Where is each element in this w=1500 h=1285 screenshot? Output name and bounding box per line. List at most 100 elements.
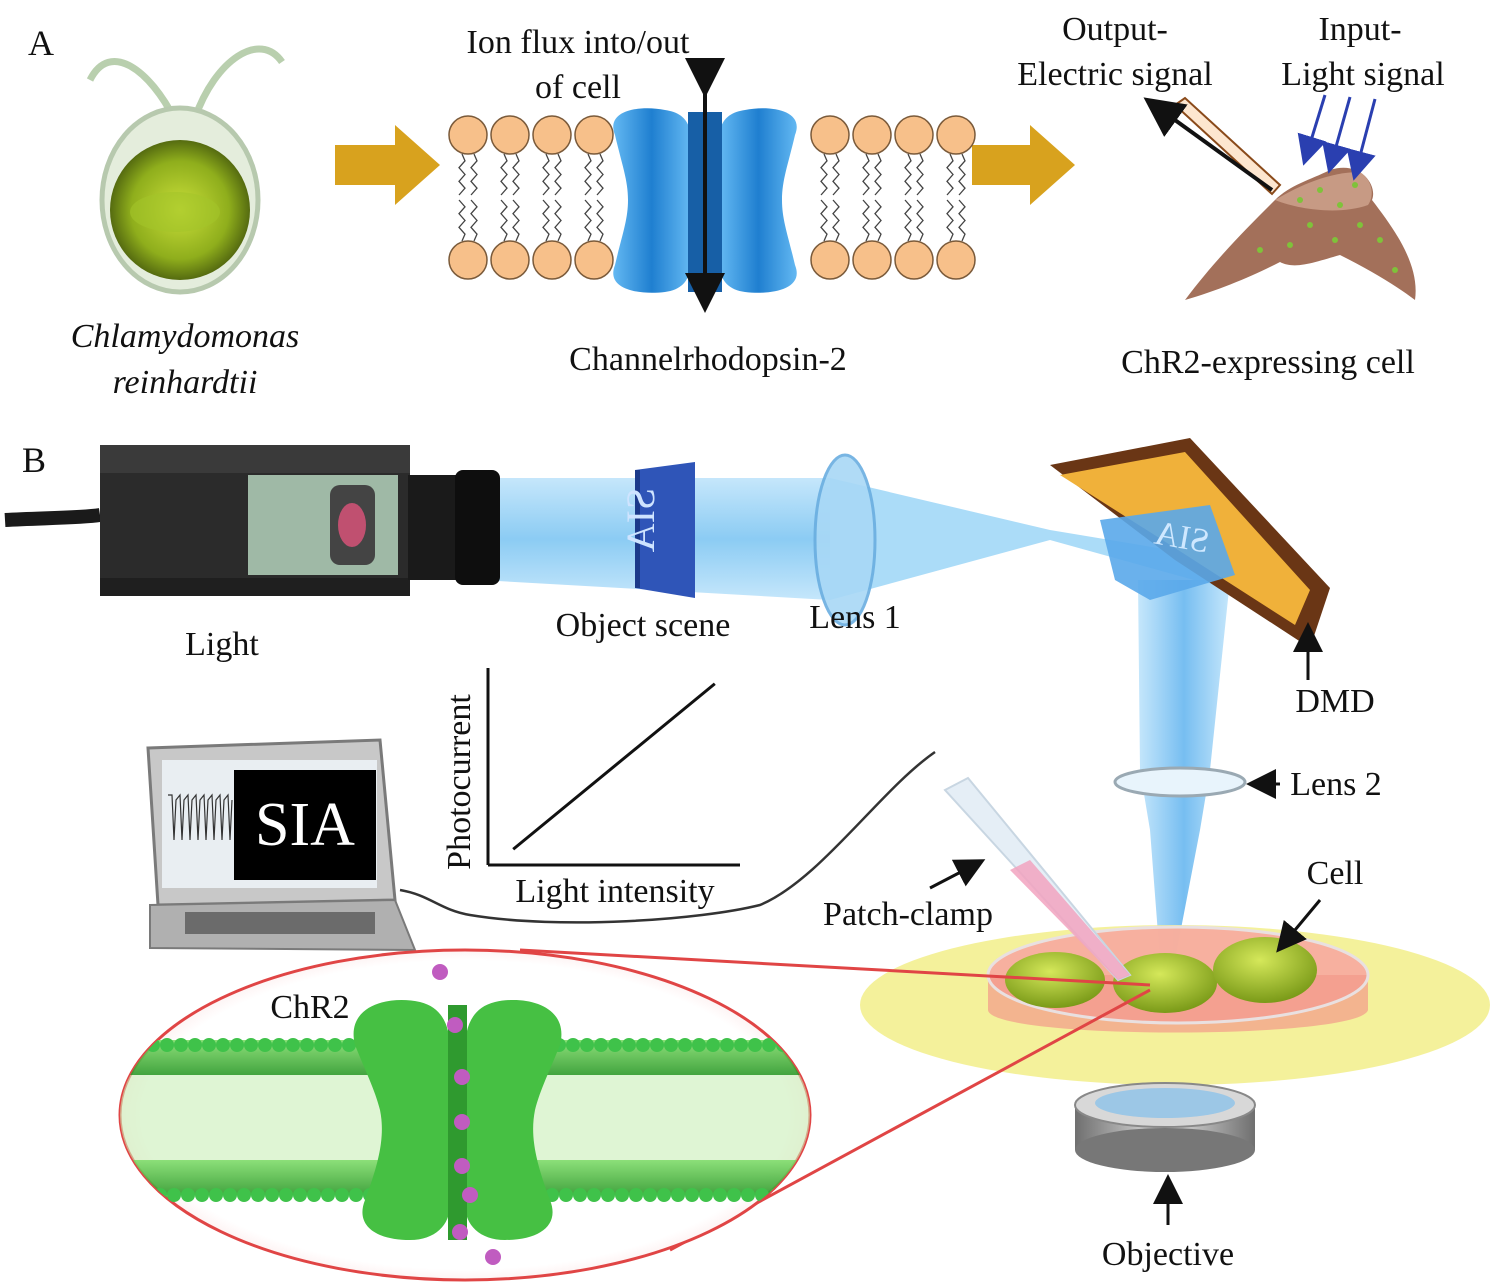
lipid-head (244, 1038, 258, 1052)
lipid-tail (832, 153, 840, 196)
lipid-head (209, 1188, 223, 1202)
lipid-head (734, 1038, 748, 1052)
object-scene-slide: SIA (618, 462, 695, 598)
objective-label: Objective (1102, 1236, 1234, 1273)
panel-label-a: A (28, 23, 54, 63)
signal-wire (399, 750, 936, 924)
lipid-tail (946, 153, 954, 196)
output-label-line2: Electric signal (1017, 56, 1212, 93)
lipid-head (664, 1038, 678, 1052)
lipid-head (532, 240, 572, 280)
lipid-head (251, 1188, 265, 1202)
chr2-zoom-inset (118, 948, 812, 1282)
lipid-head (321, 1188, 335, 1202)
input-light-arrow-3 (1346, 98, 1377, 181)
cell-label: Cell (1307, 855, 1364, 892)
lipid-head (230, 1038, 244, 1052)
lipid-tail (512, 199, 520, 242)
lipid-head (936, 240, 976, 280)
lipid-head (657, 1188, 671, 1202)
lipid-head (314, 1038, 328, 1052)
lipid-tail (916, 153, 924, 196)
light-source-image (4, 445, 500, 596)
organism-name-line2: reinhardtii (113, 364, 258, 401)
lipid-head (852, 115, 892, 155)
lipid-head (762, 1038, 776, 1052)
lipid-head (615, 1188, 629, 1202)
lipid-tail (820, 153, 828, 196)
lipid-tail (916, 199, 924, 242)
cell-pointer-arrow (1276, 899, 1322, 953)
object-scene-label: Object scene (556, 607, 731, 644)
zoom-connector-top (519, 948, 1151, 987)
ion-flux-label-line1: Ion flux into/out (467, 24, 690, 61)
lipid-head (342, 1038, 356, 1052)
output-label-line1: Output- (1062, 11, 1168, 48)
lipid-head (573, 1188, 587, 1202)
dmd-label: DMD (1295, 683, 1374, 720)
objective-lens (1074, 1082, 1256, 1172)
lipid-tail (554, 153, 562, 196)
lipid-head (146, 1038, 160, 1052)
lipid-head (936, 115, 976, 155)
lipid-tail (596, 153, 604, 196)
laptop-trace-plot (168, 793, 233, 841)
cell-right (1213, 937, 1317, 1003)
lipid-head (328, 1038, 342, 1052)
laptop-screen-text: SIA (255, 791, 355, 859)
patch-clamp-pipette (943, 776, 1132, 982)
lipid-head (748, 1038, 762, 1052)
lipid-head (741, 1188, 755, 1202)
lipid-tail (458, 199, 466, 242)
lipid-head (622, 1038, 636, 1052)
input-light-arrow-2 (1322, 96, 1352, 174)
lipid-head (490, 115, 530, 155)
lipid-head (727, 1188, 741, 1202)
chr2-label: ChR2 (270, 989, 349, 1026)
lipid-tail (596, 199, 604, 242)
channel-name: Channelrhodopsin-2 (569, 341, 847, 378)
chlamydomonas-cell-image (86, 45, 285, 295)
input-light-arrow-1 (1297, 94, 1327, 166)
lipid-head (265, 1188, 279, 1202)
lipid-tail (554, 199, 562, 242)
lipid-tail (584, 199, 592, 242)
lipid-head (699, 1188, 713, 1202)
lipid-head (349, 1188, 363, 1202)
lipid-head (286, 1038, 300, 1052)
lipid-head (629, 1188, 643, 1202)
lipid-head (132, 1038, 146, 1052)
lipid-head (783, 1188, 797, 1202)
lipid-head (120, 1038, 132, 1052)
lipid-head (202, 1038, 216, 1052)
lipid-head (692, 1038, 706, 1052)
chart-series-line (512, 682, 716, 851)
lipid-head (188, 1038, 202, 1052)
lipid-tail (832, 199, 840, 242)
patch-clamp-label: Patch-clamp (823, 896, 993, 933)
lipid-head (894, 115, 934, 155)
lipid-head (448, 240, 488, 280)
light-beam-converging (830, 478, 1230, 600)
lipid-head (532, 115, 572, 155)
input-label-line2: Light signal (1281, 56, 1444, 93)
lipid-tail (512, 153, 520, 196)
lipid-head (650, 1038, 664, 1052)
lens-2-label: Lens 2 (1290, 766, 1382, 803)
lipid-tail (904, 153, 912, 196)
lipid-tail (820, 199, 828, 242)
lipid-head (237, 1188, 251, 1202)
lipid-head (272, 1038, 286, 1052)
object-scene-text: SIA (618, 488, 663, 553)
lipid-head (713, 1188, 727, 1202)
lipid-tail (458, 153, 466, 196)
lipid-head (671, 1188, 685, 1202)
lens-2 (1113, 766, 1247, 798)
lipid-tail (862, 199, 870, 242)
ion-particles (432, 964, 501, 1265)
lipid-head (279, 1188, 293, 1202)
arrow-channel-to-cell (972, 125, 1075, 205)
light-label: Light (185, 626, 259, 663)
lipid-head (490, 240, 530, 280)
